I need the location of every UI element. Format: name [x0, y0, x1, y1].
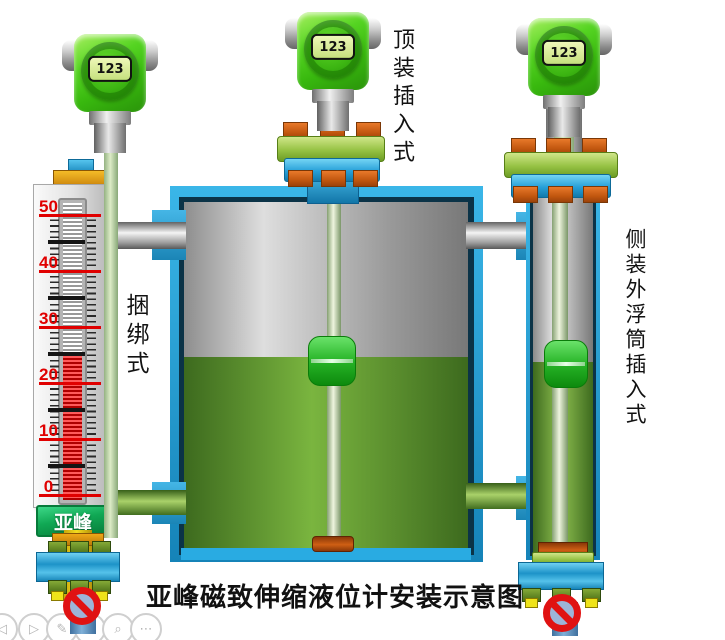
center-flange-green-plate [277, 136, 385, 162]
center-flange-bolt-4 [288, 170, 313, 187]
label-strapped-type: 捆绑式 [123, 293, 148, 380]
label-top-insert-type: 顶装插入式 [390, 28, 415, 168]
cable-entry-cap-icon [596, 24, 612, 55]
no-entry-icon-left [63, 587, 101, 625]
center-flange-bolt-5 [321, 170, 346, 187]
prev-icon: ◁ [0, 621, 7, 637]
viewer-next-button[interactable]: ▷ [18, 613, 50, 640]
cable-entry-cap-icon [365, 18, 381, 49]
gauge-major-line-0 [39, 494, 101, 497]
transmitter-right: 123 [516, 14, 612, 149]
no-entry-icon-right [543, 594, 581, 632]
transmitter-left: 123 [62, 30, 158, 165]
transmitter-collar [312, 89, 354, 103]
label-side-float-insert-type: 侧装外浮筒插入式 [623, 228, 647, 428]
gauge-major-line-20 [39, 382, 101, 385]
strapped-probe-tube [104, 134, 118, 538]
gauge-flags-empty [63, 203, 82, 352]
cable-entry-cap-icon [142, 40, 158, 71]
center-float [308, 336, 356, 386]
transmitter-neck [94, 123, 126, 153]
gauge-mid-tick-45 [48, 240, 85, 244]
transmitter-display: 123 [88, 55, 132, 82]
transmitter-collar [543, 95, 585, 109]
transmitter-center: 123 [285, 8, 381, 143]
gauge-scale-label-0: 0 [43, 477, 54, 496]
transmitter-face: 123 [535, 26, 593, 84]
gauge-scale-label-50: 50 [39, 197, 58, 216]
pipe-upper-right [466, 222, 536, 249]
gauge-major-line-50 [39, 214, 101, 217]
transmitter-neck [317, 101, 349, 131]
edit-pencil-icon: ✎ [56, 621, 68, 637]
gauge-major-line-10 [39, 438, 101, 441]
transmitter-display: 123 [542, 39, 586, 66]
chamber-float [544, 340, 588, 388]
next-icon: ▷ [29, 621, 39, 637]
magnifier-icon: ⌕ [114, 621, 122, 637]
center-flange-bolt-6 [353, 170, 378, 187]
pipe-lower-left [112, 490, 186, 515]
gauge-mid-tick-15 [48, 408, 85, 412]
gauge-mid-tick-35 [48, 296, 85, 300]
transmitter-collar [89, 111, 131, 125]
right-flange-bolt-4 [513, 186, 538, 203]
tank-bottom-band [181, 548, 471, 560]
gauge-scale-label-20: 20 [39, 365, 58, 384]
more-icon: ⋯ [139, 621, 153, 637]
right-flange-bolt-5 [548, 186, 573, 203]
left-bolt-tip-1 [51, 591, 64, 601]
right-flange-bolt-6 [583, 186, 608, 203]
gauge-scale-label-40: 40 [39, 253, 58, 272]
gauge-scale-label-30: 30 [39, 309, 58, 328]
gauge-minor-ticks-right [87, 214, 96, 497]
left-bottom-flange [36, 552, 120, 582]
transmitter-neck [548, 107, 580, 137]
gauge-major-line-30 [39, 326, 101, 329]
transmitter-face: 123 [304, 20, 362, 78]
gauge-flags-filled [63, 352, 82, 500]
pipe-lower-right [466, 483, 536, 509]
pipe-upper-left [112, 222, 186, 249]
right-bottom-flange [518, 562, 604, 590]
diagram-caption: 亚峰磁致伸缩液位计安装示意图 [146, 583, 525, 612]
transmitter-display: 123 [311, 33, 355, 60]
probe-anchor-disc [312, 536, 354, 552]
viewer-prev-button[interactable]: ◁ [0, 613, 18, 640]
viewer-more-button[interactable]: ⋯ [130, 613, 162, 640]
gauge-mid-tick-5 [48, 464, 85, 468]
gauge-major-line-40 [39, 270, 101, 273]
tank-liquid [184, 357, 468, 549]
gauge-scale-label-10: 10 [39, 421, 58, 440]
transmitter-face: 123 [81, 42, 139, 100]
right-flange-green-plate [504, 152, 618, 178]
right-bolt-tip-1 [525, 598, 538, 608]
gauge-mid-tick-25 [48, 352, 85, 356]
right-bolt-tip-3 [585, 598, 598, 608]
